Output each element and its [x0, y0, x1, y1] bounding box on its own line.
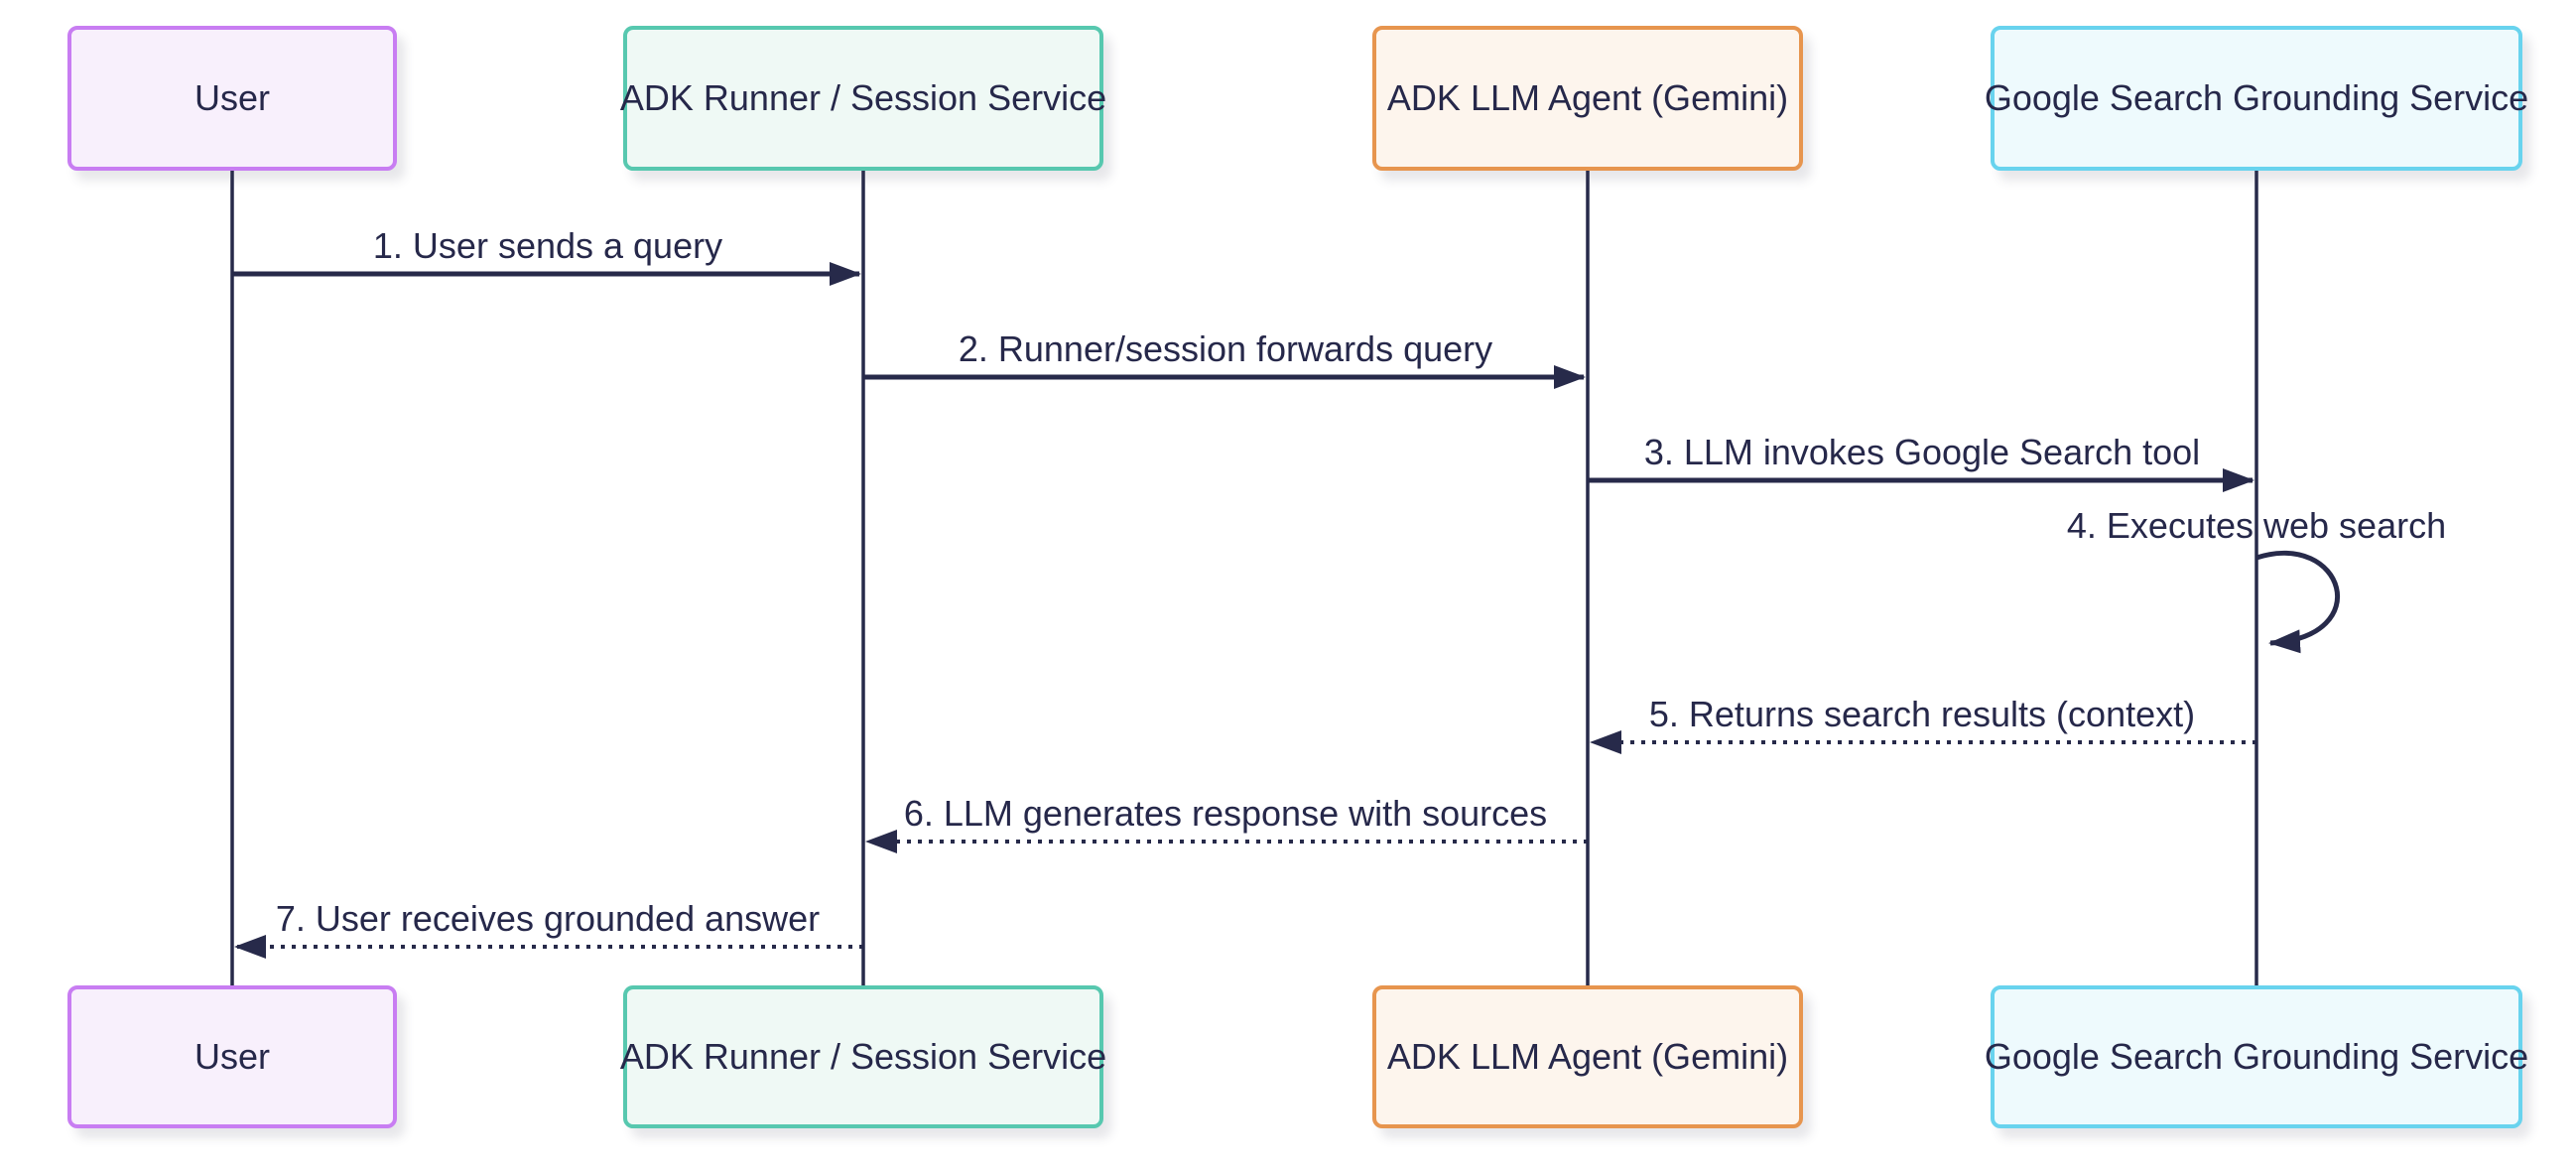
actor-label: ADK Runner / Session Service: [619, 77, 1107, 119]
actor-box-adk-runner-top: ADK Runner / Session Service: [619, 26, 1107, 171]
message-label-4: 4. Executes web search: [2066, 505, 2447, 546]
actor-label: ADK Runner / Session Service: [619, 1036, 1107, 1078]
actor-box-adk-runner-bottom: ADK Runner / Session Service: [619, 985, 1107, 1128]
message-label-5: 5. Returns search results (context): [1648, 694, 2196, 734]
message-label-6: 6. LLM generates response with sources: [903, 793, 1548, 834]
message-label-1: 1. User sends a query: [372, 225, 723, 266]
message-label-7: 7. User receives grounded answer: [275, 898, 821, 939]
arrow-4-self-loop: [2255, 550, 2341, 654]
actor-label: User: [193, 77, 270, 119]
actor-label: Google Search Grounding Service: [1984, 1036, 2529, 1078]
actor-box-adk-llm-agent-bottom: ADK LLM Agent (Gemini): [1372, 985, 1803, 1128]
actor-box-user-bottom: User: [67, 985, 397, 1128]
actor-label: User: [193, 1036, 270, 1078]
actor-label: ADK LLM Agent (Gemini): [1386, 1036, 1789, 1078]
message-label-3: 3. LLM invokes Google Search tool: [1643, 432, 2201, 472]
actor-label: Google Search Grounding Service: [1984, 77, 2529, 119]
actor-box-google-search-top: Google Search Grounding Service: [1985, 26, 2528, 171]
actor-box-adk-llm-agent-top: ADK LLM Agent (Gemini): [1372, 26, 1803, 171]
actor-box-google-search-bottom: Google Search Grounding Service: [1985, 985, 2528, 1128]
actor-box-user-top: User: [67, 26, 397, 171]
actor-label: ADK LLM Agent (Gemini): [1386, 77, 1789, 119]
message-label-2: 2. Runner/session forwards query: [958, 328, 1493, 369]
